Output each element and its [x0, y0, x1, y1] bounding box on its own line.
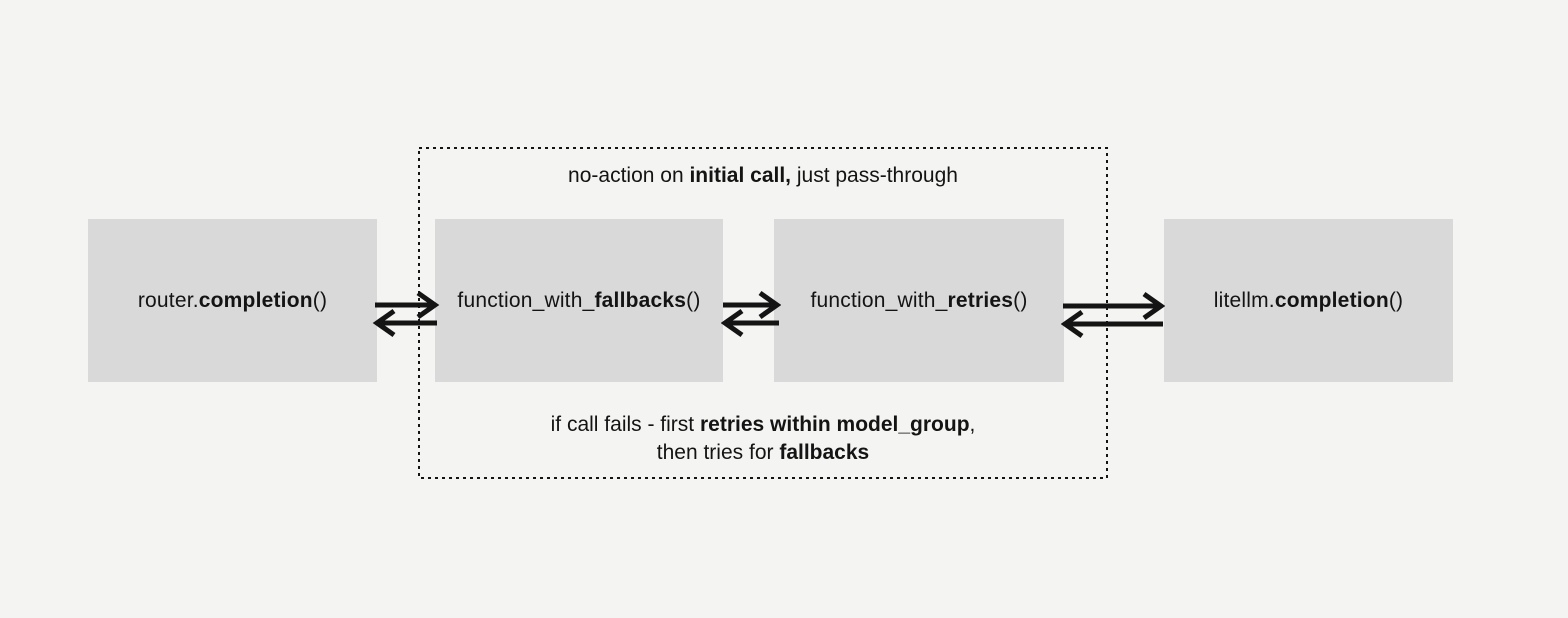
bidirectional-arrow-router-fallbacks	[371, 289, 441, 344]
bidirectional-arrow-retries-litellm	[1060, 290, 1166, 345]
annotation-pass-through: no-action on initial call, just pass-thr…	[568, 164, 958, 187]
annotation-retry-fallback-behavior: if call fails - first retries within mod…	[418, 411, 1108, 467]
node-function-with-fallbacks: function_with_fallbacks()	[435, 219, 723, 382]
bidirectional-arrow-fallbacks-retries	[720, 289, 782, 344]
node-function-with-retries: function_with_retries()	[774, 219, 1064, 382]
node-litellm-completion: litellm.completion()	[1164, 219, 1453, 382]
dotted-rectangle	[418, 147, 1108, 479]
node-router-completion: router.completion()	[88, 219, 377, 382]
annotation-fallback-line: then tries for fallbacks	[656, 441, 870, 464]
annotation-retry-line: if call fails - first retries within mod…	[550, 413, 976, 436]
retry-fallback-region-border	[418, 147, 1108, 479]
